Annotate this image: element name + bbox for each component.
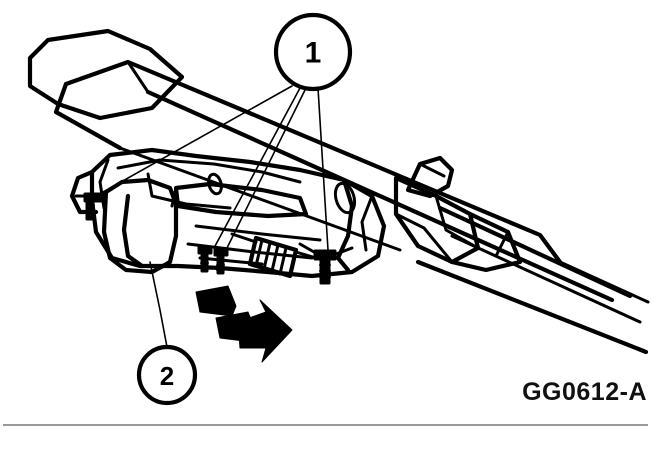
callout-1-number: 1 — [305, 37, 322, 70]
bolt-center-b — [213, 247, 229, 275]
callout-2-number: 2 — [160, 361, 174, 391]
direction-arrow — [195, 285, 293, 363]
figure-id-label: GG0612-A — [522, 378, 647, 406]
leader-line-callout-2 — [149, 261, 168, 348]
cover-housing — [101, 177, 192, 275]
bolt-center-a — [197, 245, 213, 273]
leader-lines-callout-1 — [95, 85, 329, 251]
bolt-left — [74, 192, 107, 221]
frame-rail — [53, 59, 650, 355]
callout-1-circle — [273, 12, 353, 92]
bolt-right — [298, 242, 354, 285]
upper-rail — [27, 28, 185, 121]
section-divider — [3, 424, 648, 426]
callout-1: 1 — [273, 12, 353, 92]
callout-2-circle — [136, 344, 198, 406]
bracket-right-wing — [393, 175, 523, 273]
mounting-bracket — [69, 147, 387, 279]
callout-2: 2 — [136, 344, 198, 406]
coil-spring-sleeve — [230, 232, 318, 279]
rail-tab-clip — [405, 155, 455, 199]
